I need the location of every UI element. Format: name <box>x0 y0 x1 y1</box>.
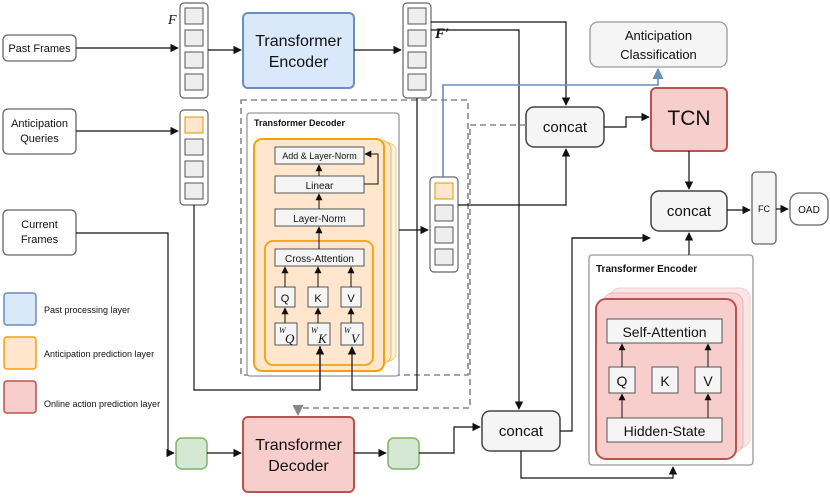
encoder-v-box: V <box>694 366 722 394</box>
decoder-output-token-stack <box>429 176 459 273</box>
layer-norm-label: Layer-Norm <box>293 214 346 225</box>
anticipation-queries-label-1: Anticipation <box>11 118 68 130</box>
anticipation-classification-box: Anticipation Classification <box>589 21 728 68</box>
current-frames-label-2: Frames <box>21 234 59 246</box>
query-token-stack <box>179 109 209 206</box>
past-frames-input: Past Frames <box>2 34 77 62</box>
decoder-detail-panel: Transformer Decoder Add & Layer-Norm Lin… <box>240 99 469 377</box>
concat-bottom: concat <box>481 410 561 452</box>
cross-attention-block: Cross-Attention <box>274 248 365 267</box>
decoder-v-label: V <box>347 293 355 305</box>
encoder-detail-title: Transformer Encoder <box>596 264 697 275</box>
green-token-right <box>387 437 420 470</box>
encoder-k-label: K <box>660 373 670 389</box>
bottom-transformer-decoder: Transformer Decoder <box>242 416 355 493</box>
bottom-decoder-label-1: Transformer <box>255 437 342 454</box>
legend-label-anticipation: Anticipation prediction layer <box>44 349 154 359</box>
encoder-q-box: Q <box>608 366 636 394</box>
linear-block: Linear <box>274 175 365 194</box>
decoder-internal-arrows <box>281 150 379 323</box>
concat-right: concat <box>650 190 728 232</box>
f-prime-symbol: F′ <box>434 26 449 42</box>
current-frames-input: Current Frames <box>2 209 77 256</box>
legend-label-past: Past processing layer <box>44 305 130 315</box>
add-layer-norm-block: Add & Layer-Norm <box>274 146 365 165</box>
tcn-box: TCN <box>650 87 728 152</box>
legend: Past processing layer Anticipation predi… <box>3 292 160 414</box>
oad-box: OAD <box>789 192 829 226</box>
linear-label: Linear <box>306 181 334 192</box>
hidden-state-block: Hidden-State <box>606 417 723 443</box>
concat-top-label: concat <box>543 119 588 136</box>
layer-norm-block: Layer-Norm <box>274 208 365 227</box>
green-token-left <box>175 437 208 470</box>
decoder-v-box: V <box>340 286 362 308</box>
encoder-v-label: V <box>703 373 713 389</box>
concat-bottom-label: concat <box>499 423 544 440</box>
encoder-q-label: Q <box>617 373 628 389</box>
decoder-wv-w: W <box>344 326 352 335</box>
decoder-wq-w: W <box>279 326 287 335</box>
encoder-k-box: K <box>651 366 679 394</box>
encoder-internal-arrows <box>618 343 712 418</box>
decoder-k-label: K <box>314 293 322 305</box>
decoder-wk-box: W K <box>307 322 331 346</box>
decoder-wk-w: W <box>311 326 319 335</box>
anticipation-classification-label-2: Classification <box>620 47 697 62</box>
decoder-wv-v: V <box>351 331 361 346</box>
decoder-wq-q: Q <box>285 331 295 346</box>
decoder-q-box: Q <box>274 286 296 308</box>
oad-label: OAD <box>798 205 820 216</box>
bottom-decoder-label-2: Decoder <box>268 458 329 475</box>
past-frames-label: Past Frames <box>8 43 71 55</box>
encoded-token-stack <box>402 2 432 99</box>
connectors <box>76 21 789 479</box>
encoder-detail-panel: Transformer Encoder Self-Attention Q K V… <box>588 254 754 466</box>
decoder-detail-title: Transformer Decoder <box>254 118 346 128</box>
anticipation-queries-input: Anticipation Queries <box>2 108 77 155</box>
cross-attention-label: Cross-Attention <box>285 254 354 265</box>
legend-item-online: Online action prediction layer <box>3 380 160 414</box>
current-frames-label-1: Current <box>21 219 58 231</box>
dashed-feedback-arrow <box>292 124 526 417</box>
anticipation-output-arrow <box>442 67 664 177</box>
legend-label-online: Online action prediction layer <box>44 399 160 409</box>
legend-item-past: Past processing layer <box>3 292 130 326</box>
tcn-label: TCN <box>667 107 710 130</box>
legend-item-anticipation: Anticipation prediction layer <box>3 336 154 370</box>
add-layer-norm-label: Add & Layer-Norm <box>282 151 357 161</box>
decoder-wq-box: W Q <box>274 322 298 346</box>
top-transformer-encoder: Transformer Encoder <box>242 12 355 89</box>
concat-top: concat <box>525 106 605 148</box>
decoder-wk-k: K <box>317 331 328 346</box>
decoder-k-box: K <box>307 286 329 308</box>
self-attention-block: Self-Attention <box>606 318 723 344</box>
fc-label: FC <box>758 204 770 214</box>
fc-box: FC <box>751 171 777 245</box>
decoder-wv-box: W V <box>340 322 364 346</box>
top-encoder-label-1: Transformer <box>255 33 342 50</box>
top-encoder-label-2: Encoder <box>269 54 329 71</box>
concat-right-label: concat <box>667 203 712 220</box>
anticipation-classification-label-1: Anticipation <box>625 28 692 43</box>
decoder-q-label: Q <box>281 293 290 305</box>
f-symbol: F <box>167 13 177 28</box>
hidden-state-label: Hidden-State <box>624 423 706 439</box>
self-attention-label: Self-Attention <box>622 324 706 340</box>
past-frames-token-stack <box>179 2 209 99</box>
anticipation-queries-label-2: Queries <box>20 133 59 145</box>
